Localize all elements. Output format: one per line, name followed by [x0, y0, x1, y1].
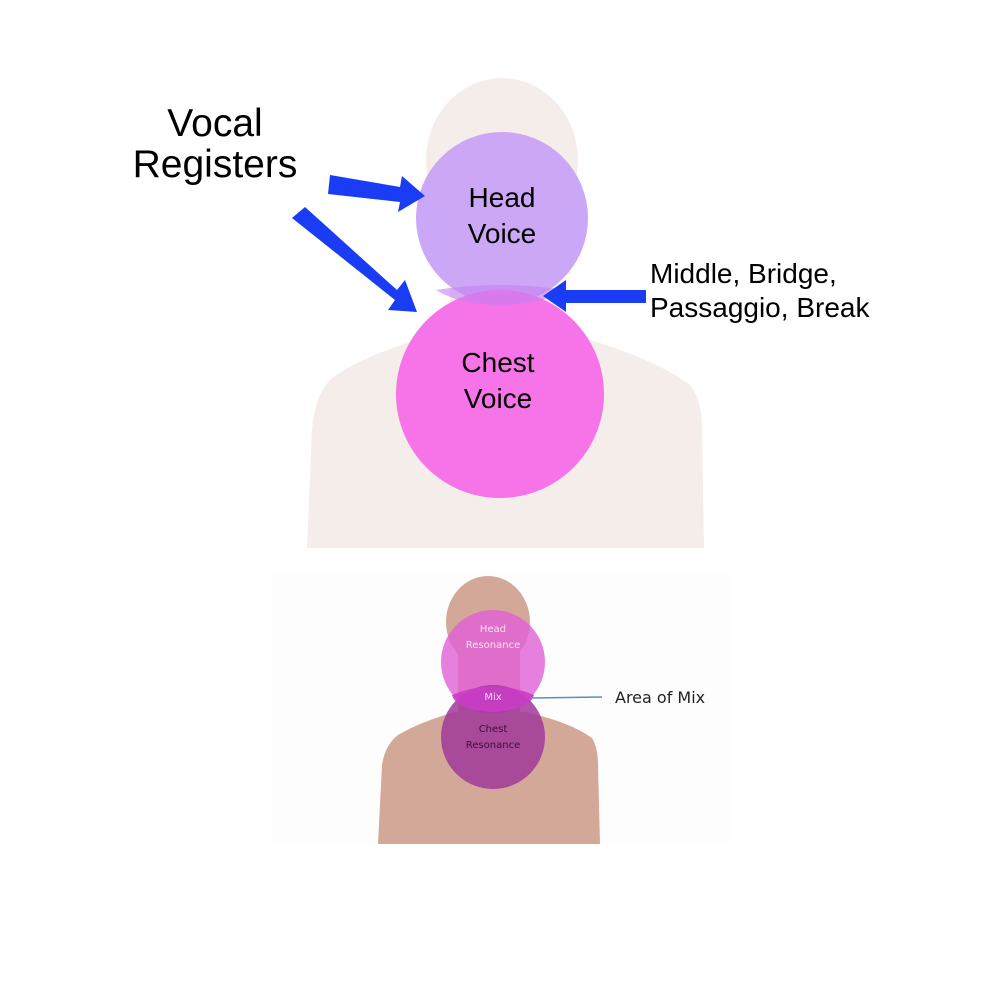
- head-resonance-line-1: Head: [479, 624, 507, 635]
- vocal-registers-title: Vocal Registers: [100, 103, 330, 185]
- chest-resonance-line-1: Chest: [478, 724, 508, 735]
- mix-region: [452, 686, 534, 712]
- mix-label: Mix: [484, 692, 502, 703]
- area-of-mix-pointer: [531, 696, 603, 699]
- passaggio-label: Middle, Bridge, Passaggio, Break: [650, 257, 869, 325]
- passaggio-line-2: Passaggio, Break: [650, 292, 870, 323]
- title-line-2: Registers: [132, 143, 298, 186]
- chest-resonance-circle: [441, 685, 545, 789]
- chest-voice-label: Chest Voice: [428, 345, 568, 417]
- area-of-mix-label: Area of Mix: [615, 688, 706, 707]
- head-resonance-label: Head Resonance: [443, 622, 543, 654]
- head-voice-label: Head Voice: [432, 180, 572, 252]
- chest-resonance-label: Chest Resonance: [443, 722, 543, 754]
- head-voice-line-2: Voice: [467, 218, 537, 249]
- chest-voice-line-1: Chest: [461, 347, 535, 378]
- head-voice-circle: [416, 132, 588, 304]
- passaggio-line-1: Middle, Bridge,: [650, 258, 837, 289]
- arrow-to-passaggio: [543, 280, 646, 312]
- head-voice-line-1: Head: [468, 182, 536, 213]
- head-resonance-line-2: Resonance: [465, 640, 521, 651]
- title-line-1: Vocal: [167, 102, 263, 145]
- overlap-region: [436, 285, 565, 305]
- arrow-to-chest-voice: [292, 207, 417, 312]
- head-resonance-circle: [441, 610, 545, 714]
- arrow-to-head-voice: [328, 175, 425, 212]
- chest-resonance-line-2: Resonance: [465, 740, 521, 751]
- chest-voice-circle: [396, 290, 604, 498]
- chest-voice-line-2: Voice: [463, 383, 533, 414]
